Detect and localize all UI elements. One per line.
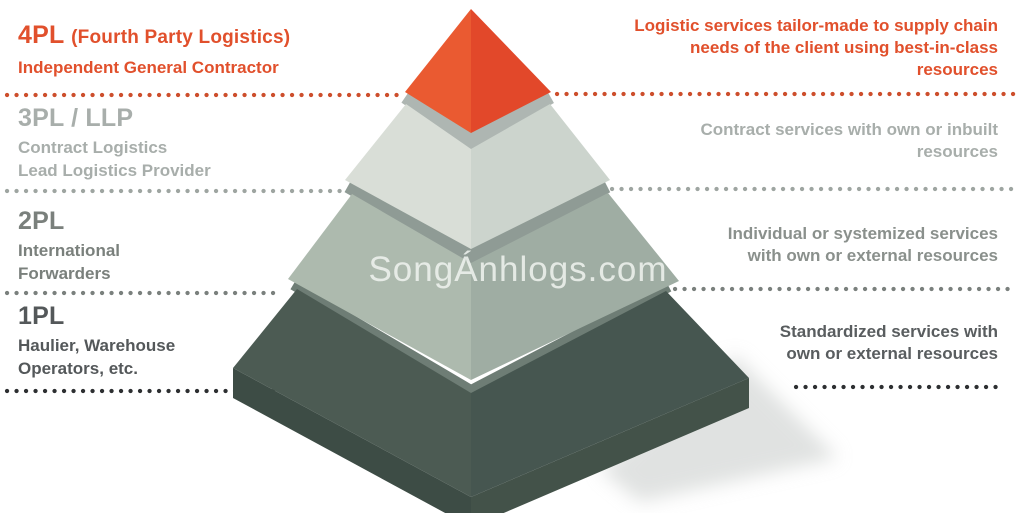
tier-3pl-left-face: [345, 104, 471, 249]
level-4pl-subtitle: Independent General Contractor: [18, 58, 279, 77]
desc-line: Logistic services tailor-made to supply …: [634, 16, 998, 35]
level-3pl-title: 3PL / LLP: [18, 104, 134, 132]
level-1pl-title: 1PL: [18, 302, 65, 330]
tier-1pl-top-rim: [290, 280, 672, 396]
desc-line: Standardized services with: [779, 322, 998, 341]
level-2pl-description: Individual or systemized services with o…: [728, 223, 998, 267]
level-3pl-subtitle-1: Contract Logistics: [18, 138, 168, 157]
tier-4pl-left-face: [405, 9, 471, 133]
pyramid-shadow: [600, 355, 838, 502]
level-1pl-subtitle-2: Operators, etc.: [18, 359, 138, 378]
desc-line: Individual or systemized services: [727, 224, 998, 243]
desc-line: needs of the client using best-in-class: [690, 38, 998, 57]
rim-band-2: [344, 179, 611, 264]
tier-2pl-right-face: [471, 193, 679, 380]
desc-line: resources: [916, 142, 998, 161]
level-2pl-subtitle-2: Forwarders: [18, 264, 111, 283]
rim-band-1: [401, 89, 554, 151]
tier-2pl-left-face: [288, 194, 471, 380]
level-1pl-subtitle-1: Haulier, Warehouse: [18, 336, 176, 355]
level-3pl-description: Contract services with own or inbuilt re…: [700, 119, 998, 163]
desc-line: own or external resources: [786, 344, 998, 363]
desc-line: resources: [916, 60, 998, 79]
level-4pl-description: Logistic services tailor-made to supply …: [634, 15, 998, 81]
level-3pl-label: 3PL / LLP Contract Logistics Lead Logist…: [18, 103, 211, 182]
level-4pl-title-suffix: (Fourth Party Logistics): [71, 27, 291, 48]
level-4pl-title-line: 4PL (Fourth Party Logistics): [18, 20, 290, 53]
separator-lines: [4, 91, 1017, 394]
tier-1pl-base-right-face: [471, 378, 749, 513]
level-2pl-title: 2PL: [18, 207, 65, 235]
tier-1pl-base-left-face: [233, 368, 471, 513]
level-3pl-subtitle-2: Lead Logistics Provider: [18, 161, 211, 180]
tier-3pl-right-face: [471, 104, 610, 249]
desc-line: Contract services with own or inbuilt: [700, 120, 998, 139]
level-4pl-title: 4PL: [18, 21, 64, 49]
tier-4pl-right-face: [471, 9, 551, 133]
level-1pl-description: Standardized services with own or extern…: [780, 321, 998, 365]
tier-1pl-left-face: [233, 289, 471, 497]
level-4pl-label: 4PL (Fourth Party Logistics) Independent…: [18, 20, 290, 79]
watermark-text: SongÁnhlogs.com: [368, 250, 667, 289]
tier-1pl-right-face: [471, 291, 749, 497]
level-2pl-label: 2PL International Forwarders: [18, 206, 120, 285]
level-2pl-subtitle-1: International: [18, 241, 121, 260]
level-1pl-label: 1PL Haulier, Warehouse Operators, etc.: [18, 301, 175, 380]
desc-line: with own or external resources: [747, 246, 998, 265]
